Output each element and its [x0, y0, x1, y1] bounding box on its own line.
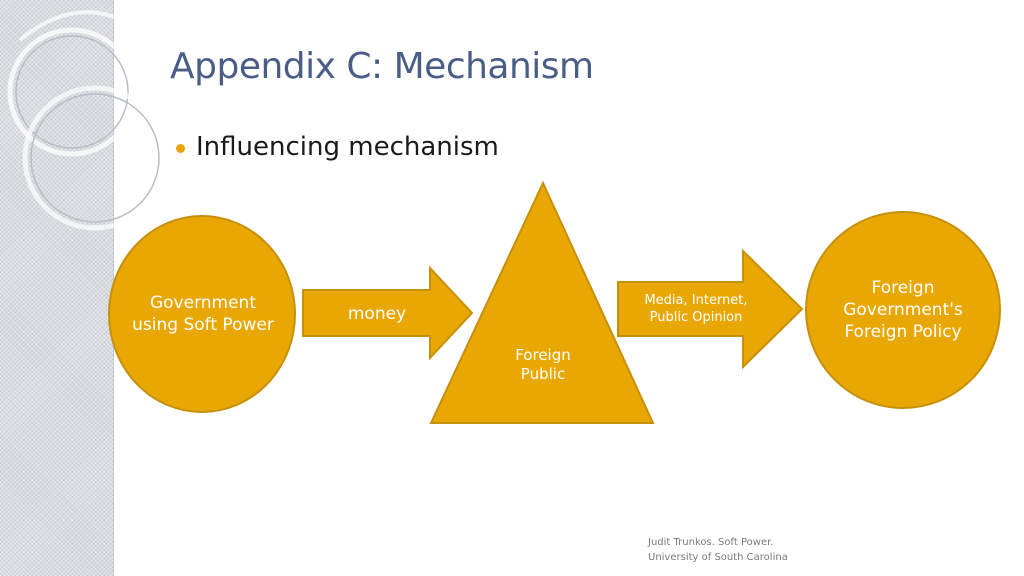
bullet-dot-icon: [176, 143, 185, 153]
target-node-label: Foreign Government's Foreign Policy: [843, 277, 963, 343]
money-arrow: [302, 265, 474, 361]
bullet-item: Influencing mechanism: [176, 132, 499, 162]
bullet-text: Influencing mechanism: [196, 132, 499, 162]
media-arrow-label: Media, Internet, Public Opinion: [644, 293, 748, 325]
side-texture-panel: [0, 0, 114, 576]
public-node-label: Foreign Public: [515, 345, 571, 384]
decorative-rings: [7, 10, 160, 231]
target-circle: [805, 211, 1001, 409]
slide-title: Appendix C: Mechanism: [170, 46, 594, 87]
public-triangle: [429, 180, 655, 424]
source-node-label: Government using Soft Power: [132, 292, 274, 335]
source-circle: [108, 215, 296, 413]
money-arrow-label: money: [347, 303, 407, 324]
footer-line-1: Judit Trunkos. Soft Power.: [648, 537, 774, 548]
footer-credit: Judit Trunkos. Soft Power. University of…: [648, 536, 788, 565]
media-arrow: [617, 248, 804, 370]
footer-line-2: University of South Carolina: [648, 551, 788, 563]
